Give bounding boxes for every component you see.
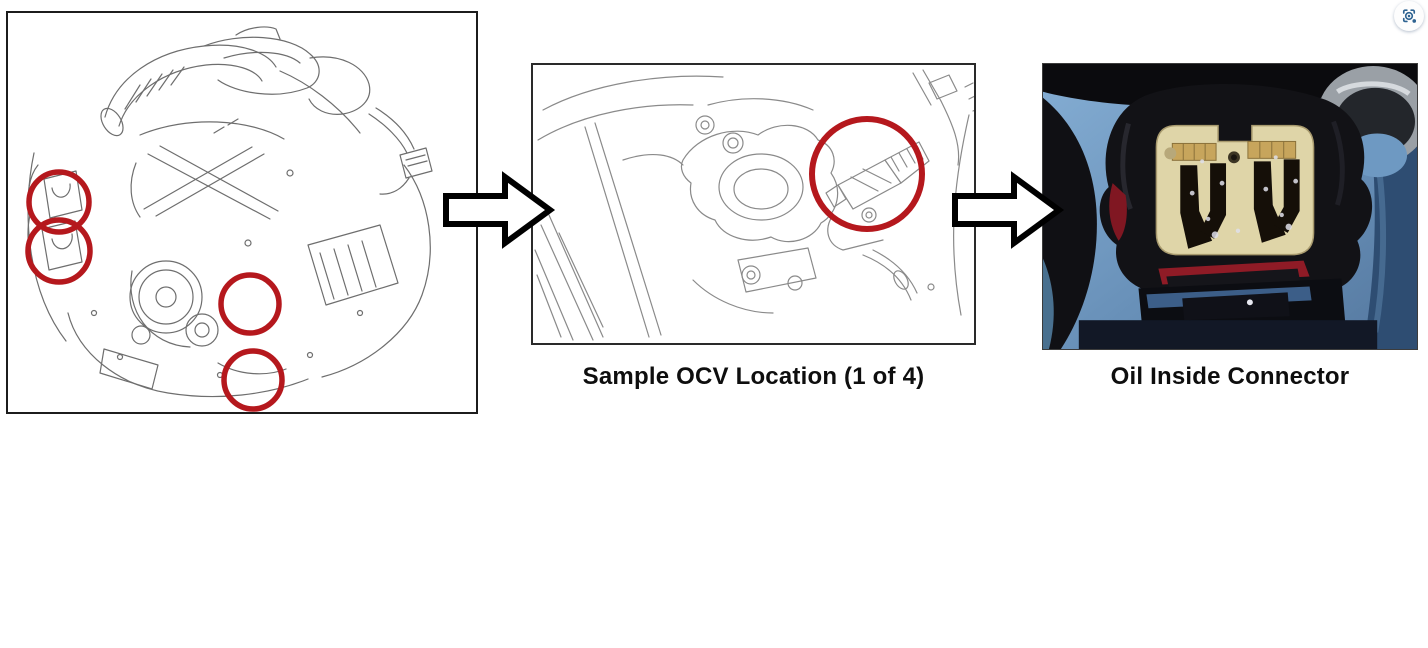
ocv-highlight-circle xyxy=(25,217,93,285)
panel-ocv-location xyxy=(531,63,976,345)
flow-arrow-right xyxy=(950,168,1065,252)
ocv-highlight-circle xyxy=(221,348,285,412)
ocv-location-line-art xyxy=(534,69,974,341)
engine-line-art xyxy=(25,26,433,412)
panel-oil-connector-photo xyxy=(1042,63,1418,350)
panel-engine-overview xyxy=(6,11,478,414)
ocv-highlight-circle xyxy=(26,169,92,235)
caption-oil-connector: Oil Inside Connector xyxy=(1110,363,1350,390)
flow-arrow-right xyxy=(441,168,556,252)
caption-ocv-location: Sample OCV Location (1 of 4) xyxy=(582,363,925,390)
capture-lens-button[interactable] xyxy=(1394,1,1424,31)
oil-connector-photo-art xyxy=(1043,64,1417,349)
block-arrow-shape xyxy=(952,171,1065,249)
capture-lens-icon xyxy=(1402,9,1417,23)
ocv-highlight-circle xyxy=(218,272,282,336)
block-arrow-shape xyxy=(443,171,556,249)
ocv-highlight-circle xyxy=(809,116,925,232)
